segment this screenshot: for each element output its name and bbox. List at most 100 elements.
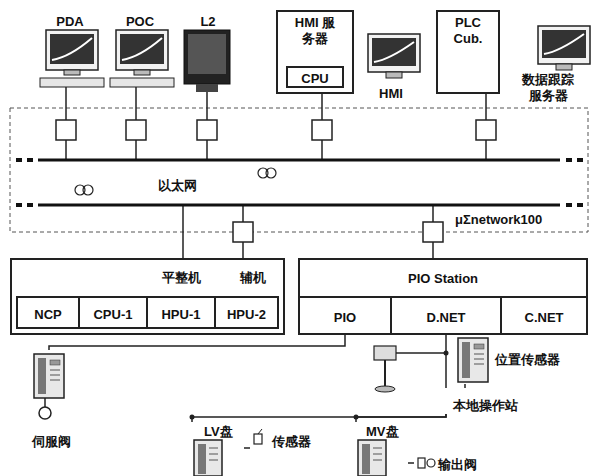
bus-lines	[38, 159, 560, 162]
sensor-icon	[254, 429, 262, 444]
device-drops	[66, 87, 486, 258]
node-label: HMI 服务器	[293, 15, 337, 47]
l2-base	[196, 84, 218, 92]
node-label: HMI	[379, 86, 403, 102]
junction-dot	[190, 351, 449, 420]
computer-node: PDA	[36, 12, 104, 98]
device-drops	[485, 140, 487, 160]
network-label: 以太网	[158, 178, 197, 194]
valve-icon	[418, 458, 425, 468]
device-drops	[321, 94, 323, 120]
node-label: PIO	[334, 310, 356, 326]
interface-squares	[233, 222, 253, 242]
module-cell: HPU-1	[146, 296, 216, 329]
operator-stand	[374, 346, 396, 392]
interface-squares	[197, 120, 217, 140]
node-label: PIO Station	[408, 271, 478, 287]
module-cell: D.NET	[390, 296, 502, 335]
bus-lines	[16, 158, 583, 207]
node-label: NCP	[34, 307, 61, 323]
poc-computer	[110, 30, 174, 87]
coil-symbol	[266, 168, 276, 178]
bus-lines	[16, 158, 22, 162]
bus-lines	[27, 158, 33, 162]
device-node: 位置传感器	[455, 336, 587, 384]
computer-node: 数据跟踪服务器	[504, 30, 592, 104]
device-node: 本地操作站	[441, 388, 541, 414]
device-drops	[135, 87, 137, 120]
interface-squares	[312, 120, 332, 140]
sensor-icon	[254, 434, 262, 444]
device-drops	[182, 205, 184, 258]
node-label: CPU	[301, 71, 328, 87]
device-node: 传感器	[250, 428, 322, 452]
lv-cabinet	[194, 440, 222, 476]
node-label: 输出阀	[438, 457, 477, 473]
servo-stem	[44, 398, 46, 407]
node-label: C.NET	[525, 310, 564, 326]
l2-screen	[188, 34, 226, 74]
coil-symbol	[83, 185, 93, 195]
bus-lines	[566, 203, 572, 207]
cpu-box: CPU	[286, 66, 344, 88]
node-label: 本地操作站	[453, 398, 518, 414]
device-drops	[65, 87, 67, 120]
bus-lines	[577, 203, 583, 207]
coil-symbol	[75, 168, 276, 195]
mv-cabinet	[358, 440, 386, 476]
connector-line	[464, 384, 466, 388]
node-label: 平整机	[162, 270, 201, 286]
device-drops	[242, 242, 244, 258]
device-drops	[206, 140, 208, 160]
device-drops	[242, 205, 244, 222]
bus-lines	[577, 158, 583, 162]
device-node: LV盘	[188, 422, 244, 476]
operator-stand	[384, 360, 386, 386]
device-drops	[135, 140, 137, 160]
node-label: PLC Cub.	[445, 15, 492, 47]
node-label: POC	[126, 14, 154, 30]
device-drops	[206, 92, 208, 120]
computer-node: L2	[178, 12, 238, 98]
machine-box: 平整机辅机NCPCPU-1HPU-1HPU-2	[10, 258, 285, 335]
device-node: MV盘	[352, 422, 408, 476]
position-sensor-drive	[458, 338, 488, 382]
node-label: MV盘	[366, 424, 399, 440]
node-label: 数据跟踪服务器	[521, 72, 576, 104]
plc-box: PLC Cub.	[436, 10, 500, 94]
servo-valve	[39, 407, 51, 419]
stand-wire	[396, 352, 444, 354]
module-cell: C.NET	[500, 296, 588, 335]
device-drops	[321, 140, 323, 160]
network-label: μΣnetwork100	[455, 212, 542, 228]
node-label: CPU-1	[93, 307, 132, 323]
module-cell: NCP	[16, 296, 80, 329]
server-box: HMI 服务器 CPU	[276, 10, 354, 94]
operator-stand	[375, 386, 395, 392]
device-drops	[432, 242, 434, 258]
interface-squares	[423, 222, 443, 242]
device-drops	[485, 94, 487, 120]
node-label: L2	[200, 14, 215, 30]
valve-icon	[418, 458, 435, 468]
device-drops	[432, 205, 434, 222]
interface-squares	[126, 120, 146, 140]
bus-lines	[38, 204, 560, 207]
module-cell: CPU-1	[78, 296, 148, 329]
bus-lines	[566, 158, 572, 162]
connector-line	[49, 335, 345, 350]
sensor-icon	[258, 429, 262, 434]
node-label: LV盘	[204, 424, 233, 440]
module-cell: PIO	[298, 296, 392, 335]
device-node: 伺服阀	[20, 350, 82, 450]
connector-line	[445, 335, 447, 388]
computer-node: HMI	[358, 28, 424, 102]
bus-lines	[16, 203, 22, 207]
servo-drive	[34, 354, 64, 398]
node-label: 位置传感器	[495, 352, 560, 368]
node-label: 伺服阀	[32, 434, 71, 450]
l2-workstation	[184, 30, 230, 84]
bus-lines	[27, 203, 33, 207]
connector-line	[356, 414, 446, 422]
